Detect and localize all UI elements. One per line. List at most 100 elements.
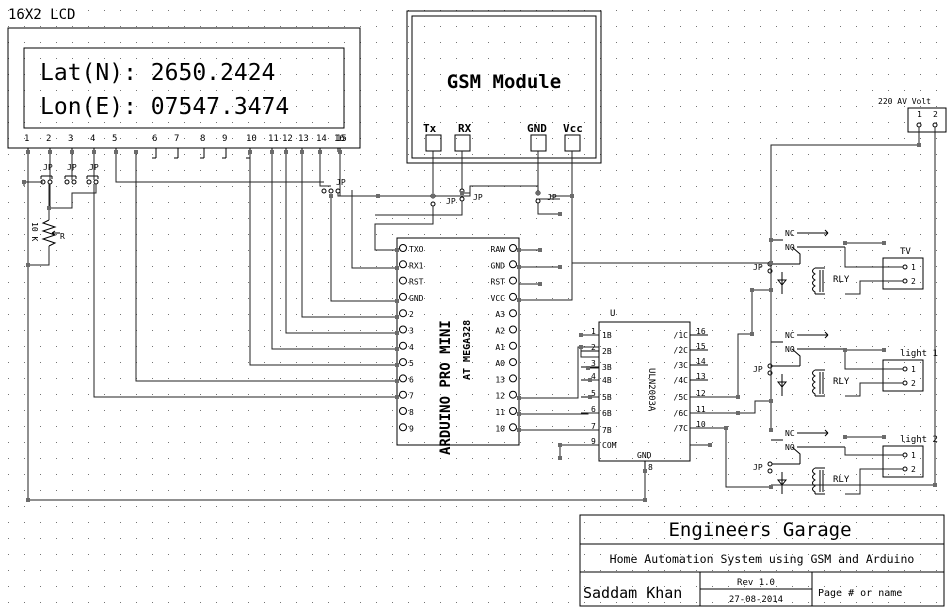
jumper-lcd-3: JP — [86, 163, 99, 185]
relay-2-coil — [812, 369, 825, 397]
junction-dot-31 — [395, 395, 399, 399]
gsm-pin-gnd: GND — [527, 122, 547, 152]
lcd-pin-10-num: 10 — [246, 134, 257, 144]
arduino-left-pin-2-label: RST — [409, 278, 424, 287]
driver-left-pin-2-num: 3 — [591, 359, 596, 368]
relay-3-switch — [771, 439, 801, 465]
relay-3-jp-pin-b — [767, 468, 773, 474]
junction-dot-63 — [843, 435, 847, 439]
load-2-label: light 1 — [900, 349, 938, 359]
driver-left-pin-7-label: COM — [602, 441, 617, 450]
title-project: Home Automation System using GSM and Ard… — [610, 552, 915, 566]
gsm-pin-rx-box — [454, 134, 471, 152]
arduino-left-pin-7-dot — [399, 358, 407, 367]
junction-dot-5 — [134, 150, 138, 154]
driver-right-pin-2-label: /3C — [674, 361, 689, 370]
driver-right-pin-6-label: /7C — [674, 424, 689, 433]
arduino-right-pin-1-label: GND — [491, 261, 506, 270]
arduino-name: ARDUINO PRO MINI — [438, 320, 454, 455]
load-1-body — [882, 257, 924, 290]
relay-1-nc-label: NC — [785, 229, 795, 238]
junction-dot-19 — [536, 191, 540, 195]
relay-3-jp-pin-a — [767, 461, 773, 467]
load-1-pin-2-dot — [902, 278, 908, 284]
arduino-right-pin-9-label: 12 — [495, 392, 505, 401]
load-3-pin-2-dot — [902, 466, 908, 472]
driver-gnd-label: GND — [637, 451, 652, 460]
arduino-left-pin-2-dot — [399, 276, 407, 285]
junction-dot-67 — [750, 332, 754, 336]
lcd-pin-12-num: 12 — [282, 134, 293, 144]
lcd-pin-1-num: 1 — [24, 134, 29, 144]
lcd-line-1: Lat(N): 2650.2424 — [40, 60, 275, 86]
load-3-pin-1: 1 — [911, 451, 916, 460]
lcd-pin-7-num: 7 — [174, 134, 179, 144]
lcd-outer-frame — [7, 27, 361, 149]
driver-left-pin-5-label: 6B — [602, 409, 612, 418]
lcd-pin-2-num: 2 — [46, 134, 51, 144]
arduino-left-pin-1-dot — [399, 260, 407, 269]
relay-2-jp: JP — [753, 365, 763, 374]
junction-dot-20 — [558, 212, 562, 216]
arduino-left-pin-9-label: 7 — [409, 392, 414, 401]
junction-dot-28 — [395, 347, 399, 351]
gsm-pin-rx: RX — [454, 122, 472, 152]
driver-left-pin-7-num: 9 — [591, 437, 596, 446]
jumper-lcd-2: JP — [64, 163, 77, 185]
junction-dot-39 — [538, 282, 542, 286]
lcd-pin-13-num: 13 — [298, 134, 309, 144]
junction-dot-54 — [769, 261, 773, 265]
driver-right-pin-0-num: 16 — [696, 327, 706, 336]
gsm-pin-tx-box — [425, 134, 442, 152]
driver-right-pin-4-num: 12 — [696, 389, 706, 398]
load-2-wires — [844, 349, 903, 397]
arduino-right-pin-10-label: 11 — [495, 408, 505, 417]
junction-dot-21 — [558, 265, 562, 269]
driver-left-pin-2-label: 3B — [602, 363, 612, 372]
arduino-right-pin-8-label: 13 — [495, 375, 505, 384]
load-2-pin-2-dot — [902, 380, 908, 386]
load-3-wires — [844, 447, 903, 495]
junction-dot-46 — [558, 456, 562, 460]
relay-1-coil — [812, 267, 825, 295]
relay-2-contacts — [797, 331, 845, 350]
title-rev: Rev 1.0 — [737, 578, 775, 588]
relay-2-nc-label: NC — [785, 331, 795, 340]
junction-dot-57 — [769, 428, 773, 432]
arduino-right-pin-0-label: RAW — [491, 245, 506, 254]
arduino-left-pin-4-label: 2 — [409, 310, 414, 319]
junction-dot-4 — [114, 150, 118, 154]
arduino-left-pin-9-dot — [399, 390, 407, 399]
junction-dot-61 — [843, 241, 847, 245]
lcd-line-2: Lon(E): 07547.3474 — [40, 94, 289, 120]
junction-dot-49 — [724, 426, 728, 430]
arduino-left-pin-8-label: 6 — [409, 375, 414, 384]
driver-left-pin-0-label: 1B — [602, 331, 612, 340]
arduino-right-pin-2-label: RST — [491, 278, 506, 287]
junction-dot-29 — [395, 363, 399, 367]
title-date: 27-08-2014 — [729, 595, 783, 605]
load-3-pin-2: 2 — [911, 465, 916, 474]
lcd-pin-6-num: 6 — [152, 134, 157, 144]
junction-dot-16 — [376, 194, 380, 198]
gsm-outer-frame — [406, 10, 602, 164]
load-1-label: TV — [900, 247, 911, 257]
arduino-right-pin-1-dot — [509, 260, 517, 269]
arduino-left-pin-4-dot — [399, 309, 407, 318]
junction-dot-30 — [395, 379, 399, 383]
junction-dot-47 — [736, 395, 740, 399]
lcd-pin-15-num: 15 — [336, 134, 347, 144]
junction-dot-66 — [882, 435, 886, 439]
arduino-left-pin-3-label: GND — [409, 294, 424, 303]
junction-dot-42 — [586, 366, 590, 370]
arduino-right-pin-6-dot — [509, 341, 517, 350]
junction-dot-8 — [284, 150, 288, 154]
junction-dot-1 — [48, 150, 52, 154]
pot-ref: R — [60, 232, 65, 241]
junction-dot-68 — [750, 288, 754, 292]
arduino-right-pin-10-dot — [509, 407, 517, 415]
arduino-right-pin-4-label: A3 — [495, 310, 505, 319]
